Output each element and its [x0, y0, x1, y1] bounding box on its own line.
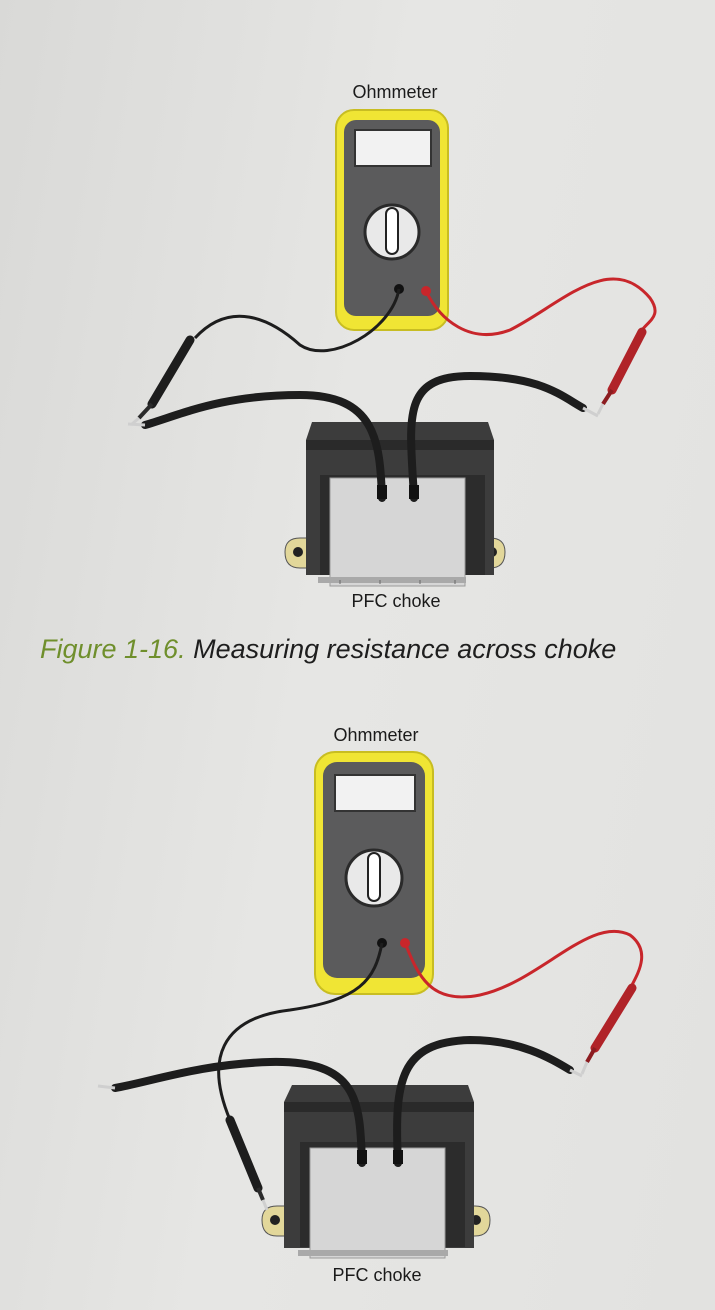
figure-1-diagram	[127, 109, 657, 587]
caption-number: Figure 1-16.	[40, 634, 186, 664]
ohmmeter-1	[335, 109, 449, 331]
black-lead-2	[217, 942, 384, 1121]
red-probe-1	[596, 327, 647, 415]
caption-text: Measuring resistance across choke	[185, 634, 617, 664]
ohmmeter-label-1: Ohmmeter	[352, 82, 438, 102]
pfc-choke-1	[284, 422, 506, 587]
choke-label-2: PFC choke	[332, 1265, 422, 1285]
ohmmeter-label-2: Ohmmeter	[333, 725, 419, 745]
red-probe-2	[580, 983, 637, 1075]
black-probe-2	[225, 1115, 269, 1211]
pfc-choke-2	[261, 1085, 491, 1259]
red-lead-1	[424, 277, 657, 336]
choke-wire-2a	[111, 1057, 366, 1167]
choke-wire-1b	[407, 371, 587, 502]
choke-wire-1a	[141, 390, 386, 502]
black-probe-1	[131, 335, 195, 426]
choke-wire-2b	[393, 1035, 574, 1167]
ohmmeter-2	[314, 751, 434, 995]
red-lead-2	[403, 929, 644, 999]
black-lead-1	[193, 288, 401, 353]
choke-label-1: PFC choke	[351, 591, 441, 611]
figure-caption: Figure 1-16. Measuring resistance across…	[40, 634, 616, 665]
